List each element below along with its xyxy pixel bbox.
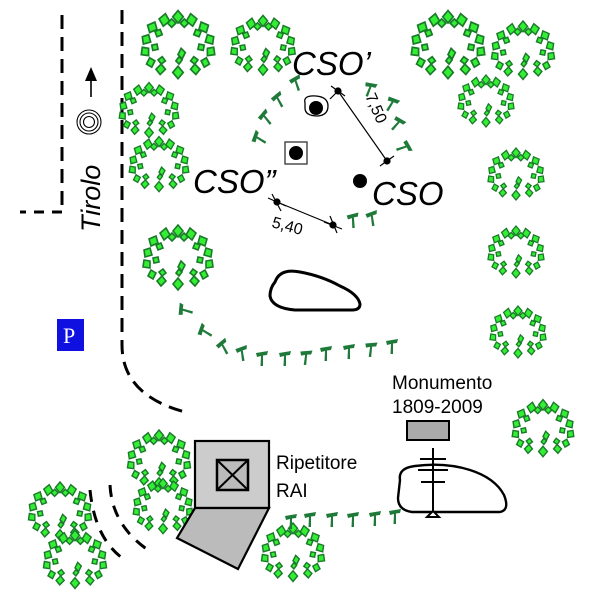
shrub-marker-icon <box>343 344 355 359</box>
shrub-arc <box>176 302 398 366</box>
shrub-marker-icon <box>389 509 401 524</box>
shrub-marker-icon <box>347 512 359 527</box>
shrub-marker-icon <box>369 511 381 526</box>
dimension-7-50 <box>329 85 395 167</box>
monument-plate <box>406 420 450 441</box>
shrub-marker-icon <box>214 337 233 357</box>
shrub-marker-icon <box>279 351 291 366</box>
repeater-label-line1: Ripetitore <box>276 453 357 474</box>
tree-icon <box>260 522 326 583</box>
tree-icon <box>42 529 108 590</box>
tree-icon <box>490 20 556 81</box>
monument-label-line1: Monumento <box>392 373 492 394</box>
cso-marker <box>353 174 367 188</box>
distance-label-a: 7,50 <box>361 91 389 126</box>
tirolo-label: Tirolo <box>76 165 106 232</box>
concentric-circles-icon <box>76 109 102 135</box>
monument-cross-icon <box>418 448 448 518</box>
shrub-marker-icon <box>304 512 316 527</box>
tree-icon <box>140 9 216 80</box>
rai-repeater-building <box>175 439 271 571</box>
tree-icon <box>27 481 93 542</box>
shrub-marker-icon <box>326 512 338 527</box>
tree-icon <box>511 398 575 458</box>
tree-icon <box>118 81 180 139</box>
shrub-marker-icon <box>387 114 407 134</box>
cso-double-prime-label: CSO” <box>193 163 278 200</box>
shrub-marker-icon <box>386 339 398 354</box>
cso-prime-label: CSO’ <box>292 45 372 82</box>
tree-icon <box>487 225 545 279</box>
monument-label-line2: 1809-2009 <box>392 397 483 418</box>
cso-prime-marker <box>304 95 329 117</box>
shrub-marker-icon <box>320 346 332 361</box>
tree-icon <box>230 14 296 76</box>
shrub-marker-icon <box>256 108 276 128</box>
shrub-marker-icon <box>346 212 360 229</box>
road-west <box>20 15 64 214</box>
shrub-marker-icon <box>364 341 378 358</box>
shrub-marker-icon <box>269 90 288 110</box>
antenna-box-icon <box>215 458 250 492</box>
road-east <box>120 10 186 414</box>
shrub-row-south <box>285 509 401 529</box>
parking-sign-icon[interactable]: P <box>57 319 84 351</box>
shrub-marker-icon <box>394 139 413 156</box>
tree-icon <box>487 147 545 201</box>
shrub-marker-icon <box>299 349 313 366</box>
monument-rock-outline <box>396 463 508 514</box>
repeater-label-line2: RAI <box>276 481 308 502</box>
arrow-up-icon <box>85 67 97 97</box>
shrub-marker-icon <box>249 129 269 148</box>
cso-label: CSO <box>372 175 444 212</box>
shrub-marker-icon <box>195 322 215 341</box>
tree-icon <box>489 305 547 359</box>
path-southwest <box>88 484 149 562</box>
shrub-marker-icon <box>235 345 250 362</box>
cso-double-prime-marker <box>284 141 308 165</box>
shrub-marker-icon <box>176 302 195 319</box>
tree-icon <box>410 9 486 80</box>
tree-icon <box>126 429 192 490</box>
tree-icon <box>142 224 214 291</box>
tree-icon <box>128 135 190 193</box>
boulder-outline <box>268 269 362 312</box>
shrub-marker-icon <box>256 351 268 366</box>
shrub-marker-icon <box>365 210 380 227</box>
parking-label: P <box>63 323 75 348</box>
distance-label-b: 5,40 <box>270 214 305 239</box>
dimension-5-40 <box>267 193 343 234</box>
tree-icon <box>457 74 515 128</box>
